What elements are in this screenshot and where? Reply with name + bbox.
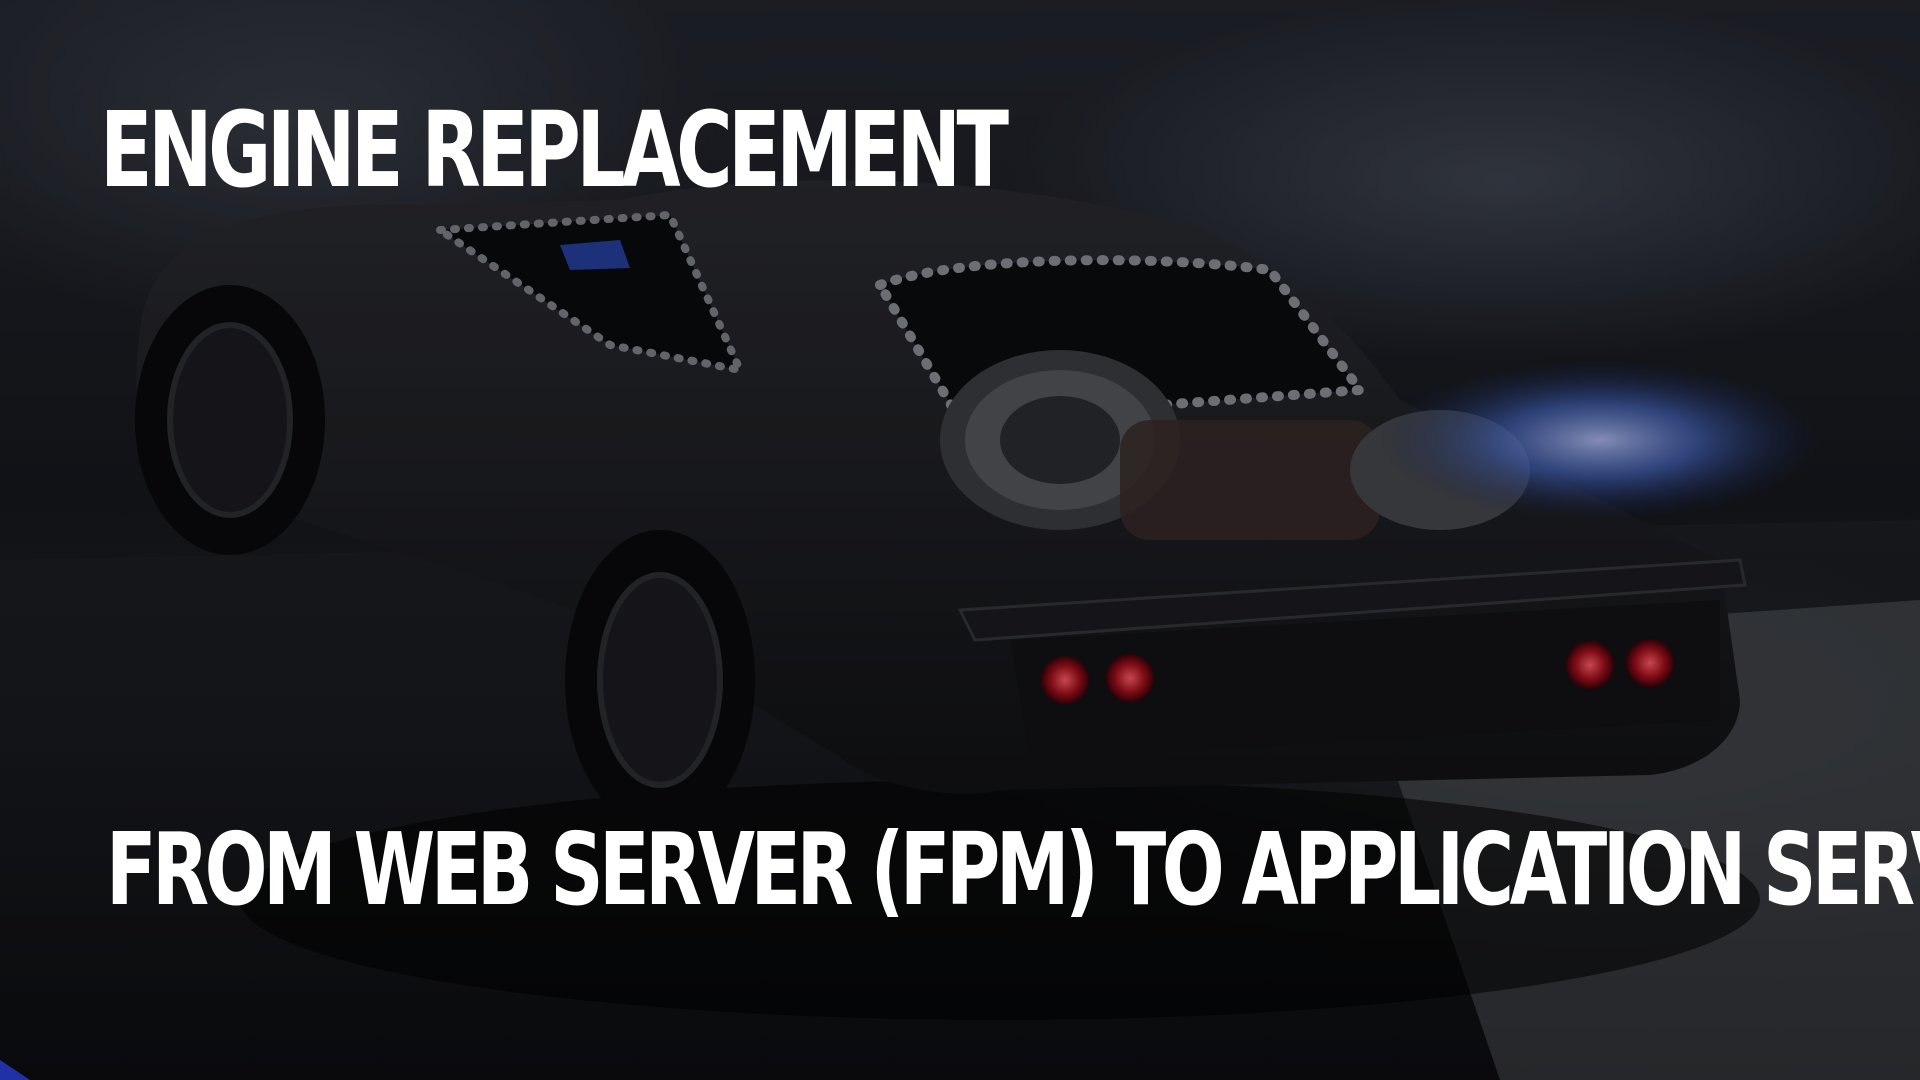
slide-title: ENGINE REPLACEMENT <box>100 89 1009 211</box>
slide-subtitle: FROM WEB SERVER (FPM) TO APPLICATION SER… <box>106 811 1920 928</box>
